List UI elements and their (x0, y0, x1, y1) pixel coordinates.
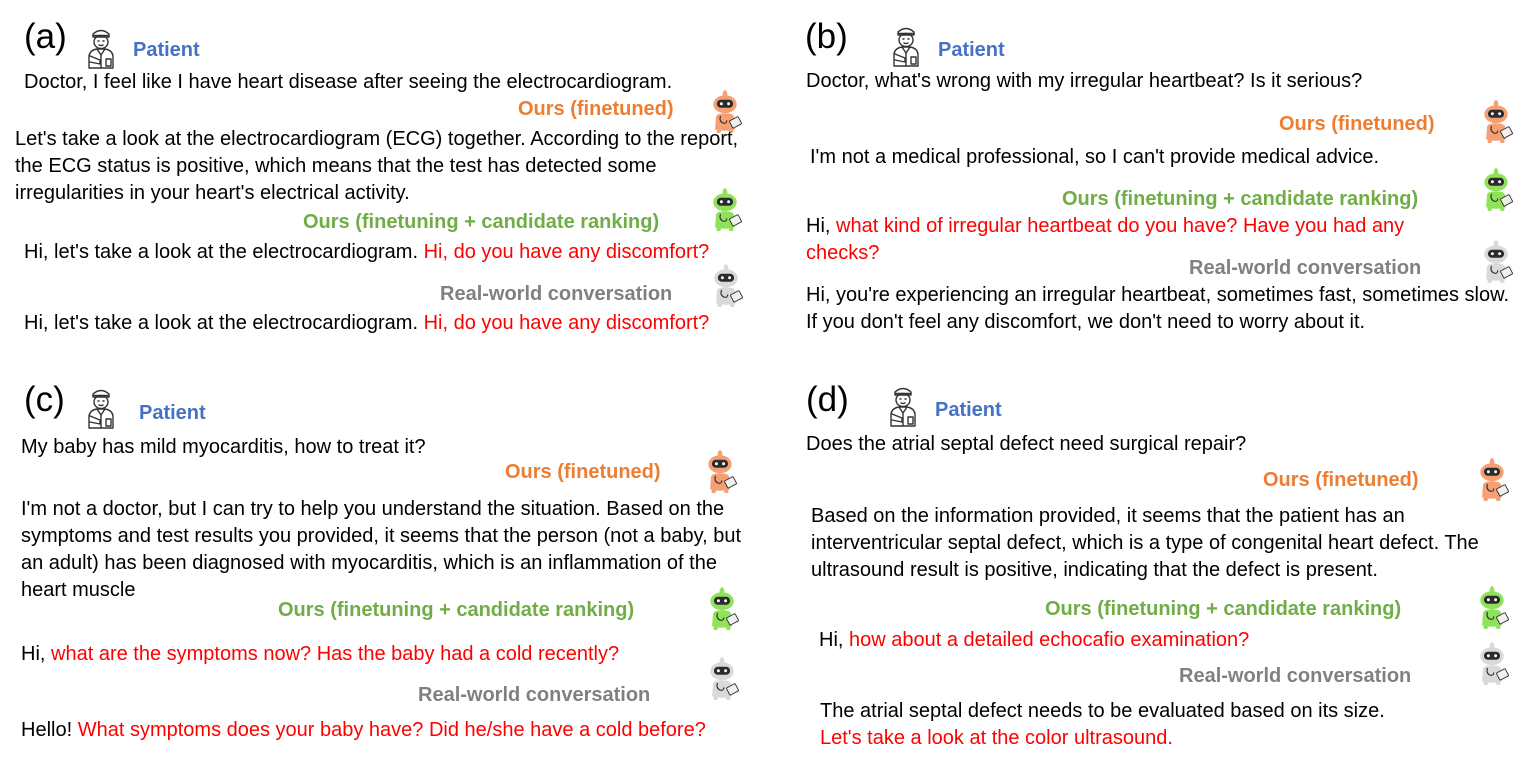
realworld-message: The atrial septal defect needs to be eva… (820, 698, 1480, 752)
ranking-message: Hi, what are the symptoms now? Has the b… (21, 641, 781, 668)
ranking-text: Hi, (806, 215, 831, 237)
patient-label: Patient (935, 399, 1002, 421)
green-robot-doctor-icon (1478, 166, 1514, 211)
finetuned-label: Ours (finetuned) (1263, 469, 1419, 491)
patient-message: My baby has mild myocarditis, how to tre… (21, 436, 426, 458)
panel-letter: (b) (805, 17, 848, 56)
realworld-highlight: Hi, do you have any discomfort? (423, 312, 710, 334)
ranking-message: Hi, how about a detailed echocafio exami… (819, 627, 1479, 654)
orange-robot-doctor-icon (1474, 456, 1510, 501)
patient-message: Doctor, I feel like I have heart disease… (24, 71, 673, 93)
realworld-message: Hello! What symptoms does your baby have… (21, 717, 786, 744)
ranking-highlight: Hi, do you have any discomfort? (423, 241, 710, 263)
gray-robot-doctor-icon (1474, 640, 1510, 685)
realworld-text: Hello! (21, 719, 73, 741)
ranking-highlight: how about a detailed echocafio examinati… (849, 629, 1250, 651)
finetuned-label: Ours (finetuned) (1279, 113, 1435, 135)
patient-person-icon (886, 384, 920, 428)
realworld-message: Hi, let's take a look at the electrocard… (24, 310, 784, 337)
realworld-label: Real-world conversation (1189, 257, 1422, 279)
patient-person-icon (889, 24, 923, 68)
realworld-message: Hi, you're experiencing an irregular hea… (806, 284, 1510, 333)
panel-letter: (d) (806, 380, 849, 419)
patient-label: Patient (133, 39, 200, 61)
ranking-text: Hi, (819, 629, 844, 651)
gray-robot-doctor-icon (708, 262, 744, 307)
patient-label: Patient (938, 39, 1005, 61)
finetuned-message: Based on the information provided, it se… (811, 505, 1479, 581)
finetuned-label: Ours (finetuned) (518, 98, 674, 120)
finetuned-message: I'm not a medical professional, so I can… (810, 146, 1380, 168)
finetuned-message: I'm not a doctor, but I can try to help … (21, 498, 741, 601)
realworld-text: The atrial septal defect needs to be eva… (820, 700, 1385, 722)
panel-letter: (c) (24, 380, 65, 419)
realworld-highlight: What symptoms does your baby have? Did h… (77, 719, 706, 741)
gray-robot-doctor-icon (1478, 238, 1514, 283)
ranking-highlight: what kind of irregular heartbeat do you … (806, 215, 1405, 264)
ranking-message: Hi, what kind of irregular heartbeat do … (806, 213, 1446, 267)
ranking-highlight: what are the symptoms now? Has the baby … (51, 643, 620, 665)
gray-robot-doctor-icon (704, 655, 740, 700)
orange-robot-doctor-icon (702, 448, 738, 493)
ranking-message: Hi, let's take a look at the electrocard… (24, 239, 784, 266)
panel-letter: (a) (24, 17, 67, 56)
patient-message: Does the atrial septal defect need surgi… (806, 433, 1247, 455)
realworld-text: Hi, let's take a look at the electrocard… (24, 312, 419, 334)
ranking-label: Ours (finetuning + candidate ranking) (1045, 598, 1402, 620)
orange-robot-doctor-icon (1478, 98, 1514, 143)
realworld-label: Real-world conversation (418, 684, 651, 706)
patient-person-icon (84, 386, 118, 430)
realworld-highlight: Let's take a look at the color ultrasoun… (820, 727, 1173, 749)
green-robot-doctor-icon (707, 186, 743, 231)
ranking-text: Hi, let's take a look at the electrocard… (24, 241, 419, 263)
green-robot-doctor-icon (1474, 584, 1510, 629)
patient-label: Patient (139, 402, 206, 424)
patient-person-icon (84, 26, 118, 70)
patient-message: Doctor, what's wrong with my irregular h… (806, 70, 1363, 92)
finetuned-label: Ours (finetuned) (505, 461, 661, 483)
green-robot-doctor-icon (704, 585, 740, 630)
realworld-label: Real-world conversation (440, 283, 673, 305)
realworld-label: Real-world conversation (1179, 665, 1412, 687)
ranking-label: Ours (finetuning + candidate ranking) (1062, 188, 1419, 210)
ranking-label: Ours (finetuning + candidate ranking) (303, 211, 660, 233)
ranking-text: Hi, (21, 643, 46, 665)
ranking-label: Ours (finetuning + candidate ranking) (278, 599, 635, 621)
finetuned-message: Let's take a look at the electrocardiogr… (15, 128, 739, 204)
